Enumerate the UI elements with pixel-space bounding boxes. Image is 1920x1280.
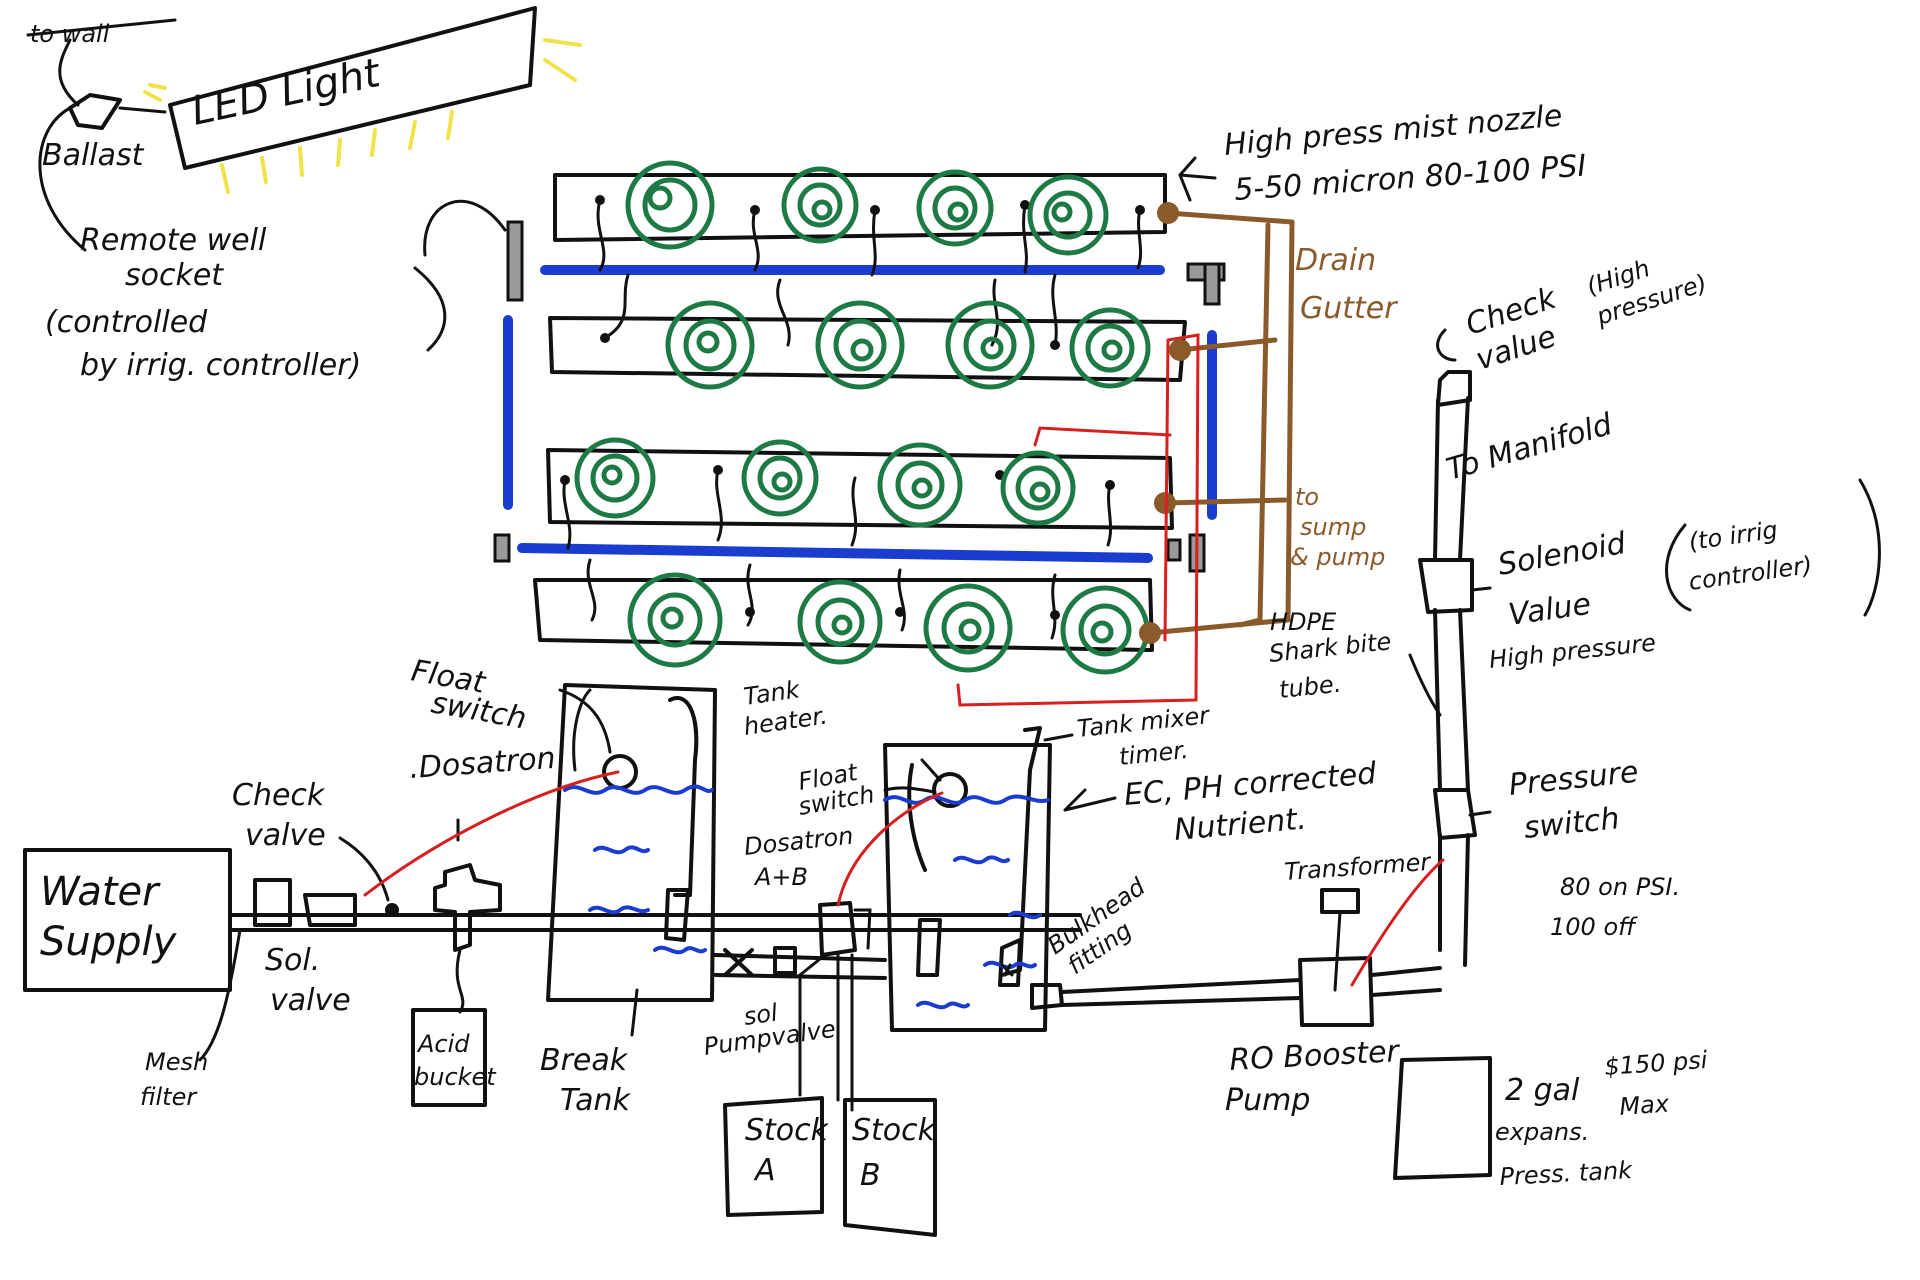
drain-label: Drain — [1295, 243, 1376, 278]
svg-text:(to irrig: (to irrig — [1687, 516, 1779, 556]
svg-text:filter: filter — [140, 1083, 198, 1111]
svg-text:Tank mixer: Tank mixer — [1076, 701, 1213, 743]
svg-text:Check: Check — [232, 778, 326, 813]
svg-text:Water: Water — [40, 869, 161, 915]
svg-text:Tank: Tank — [560, 1083, 632, 1118]
red-overflow-line — [956, 333, 1200, 707]
svg-text:valve: valve — [245, 818, 326, 853]
svg-text:& pump: & pump — [1290, 543, 1385, 571]
svg-text:timer.: timer. — [1118, 736, 1190, 771]
svg-text:Dosatron: Dosatron — [743, 822, 855, 861]
svg-text:Stock: Stock — [852, 1113, 937, 1148]
sol-pump-valve: sol Pumpvalve — [702, 946, 887, 1061]
svg-text:Pump: Pump — [1225, 1083, 1310, 1118]
svg-text:sump: sump — [1300, 513, 1366, 541]
lettuce-plants — [574, 160, 1151, 675]
svg-text:switch: switch — [1522, 801, 1621, 846]
svg-text:controller): controller) — [1687, 551, 1814, 596]
led-light-label: LED Light — [188, 50, 386, 135]
svg-text:Transformer: Transformer — [1283, 848, 1433, 886]
svg-text:.Dosatron: .Dosatron — [408, 741, 557, 786]
remote-well-socket-note: Remote well socket (controlled by irrig.… — [45, 200, 507, 383]
dosatron-acid: .Dosatron Acid bucket — [408, 741, 557, 1107]
svg-text:High pressure: High pressure — [1488, 629, 1658, 674]
nutrient-tank: Tank mixer timer. Float switch EC, PH co… — [796, 701, 1379, 1032]
svg-text:Mesh: Mesh — [145, 1048, 208, 1076]
supply-pipe — [228, 913, 1082, 932]
water-supply: Water Supply — [23, 848, 232, 992]
check-valve-high-pressure — [1436, 370, 1472, 407]
svg-text:by irrig. controller): by irrig. controller) — [80, 348, 361, 383]
mesh-filter — [253, 878, 292, 927]
grow-tray-4 — [533, 578, 1154, 652]
svg-text:$150 psi: $150 psi — [1603, 1046, 1708, 1081]
svg-text:switch: switch — [429, 685, 529, 736]
sol-valve — [303, 893, 357, 927]
svg-text:to: to — [1295, 483, 1319, 511]
mist-nozzle-note: High press mist nozzle 5-50 micron 80-10… — [1178, 99, 1588, 208]
drain-gutter: Drain Gutter to sump & pump — [1147, 210, 1398, 636]
svg-text:A+B: A+B — [753, 863, 808, 891]
solenoid-valve — [1418, 558, 1474, 614]
svg-text:80 on PSI.: 80 on PSI. — [1560, 873, 1680, 901]
light-rays — [143, 38, 582, 194]
svg-text:Press. tank: Press. tank — [1499, 1156, 1634, 1191]
transformer — [1320, 888, 1360, 914]
grow-tray-3 — [546, 448, 1174, 530]
break-tank: Float switch Break Tank — [409, 653, 717, 1118]
svg-text:Stock: Stock — [745, 1113, 830, 1148]
svg-text:Max: Max — [1618, 1090, 1670, 1121]
red-wiring — [363, 770, 1445, 987]
svg-text:RO Booster: RO Booster — [1229, 1034, 1402, 1078]
svg-text:sol: sol — [742, 998, 780, 1030]
grow-rack — [493, 160, 1226, 675]
inline-valves: Mesh filter Check valve Sol. valve — [140, 778, 399, 1111]
svg-text:socket: socket — [125, 258, 224, 293]
svg-text:Pressure: Pressure — [1507, 755, 1640, 803]
svg-text:valve: valve — [270, 983, 351, 1018]
svg-text:100 off: 100 off — [1550, 913, 1638, 941]
svg-text:Remote well: Remote well — [80, 223, 267, 258]
ballast-label: Ballast — [42, 138, 145, 173]
dosatron-ab: Dosatron A+B — [743, 822, 872, 1112]
stock-buckets: Stock A Stock B — [723, 1096, 937, 1237]
ballast: to wall Ballast — [26, 18, 177, 252]
grow-tray-2 — [548, 316, 1187, 382]
svg-text:tube.: tube. — [1278, 670, 1343, 704]
svg-text:B: B — [860, 1158, 881, 1193]
svg-text:A: A — [753, 1153, 776, 1188]
svg-text:Supply: Supply — [40, 919, 178, 965]
svg-text:Sol.: Sol. — [265, 943, 320, 978]
svg-text:Value: Value — [1506, 587, 1593, 633]
gutter-label: Gutter — [1300, 291, 1398, 326]
svg-text:2 gal: 2 gal — [1505, 1073, 1580, 1108]
pressure-switch — [1433, 788, 1477, 840]
svg-text:expans.: expans. — [1495, 1118, 1589, 1146]
expansion-tank: 2 gal expans. Press. tank $150 psi Max — [1393, 1046, 1709, 1191]
svg-text:Acid: Acid — [416, 1030, 470, 1058]
tank-heater-note: Tank heater. — [742, 675, 829, 741]
led-light-fixture: LED Light — [143, 6, 582, 194]
svg-text:bucket: bucket — [414, 1063, 497, 1091]
svg-text:(controlled: (controlled — [45, 305, 208, 340]
svg-text:HDPE: HDPE — [1270, 608, 1337, 636]
svg-text:Nutrient.: Nutrient. — [1173, 802, 1308, 848]
svg-text:Break: Break — [540, 1043, 629, 1078]
svg-text:Solenoid: Solenoid — [1495, 526, 1629, 583]
